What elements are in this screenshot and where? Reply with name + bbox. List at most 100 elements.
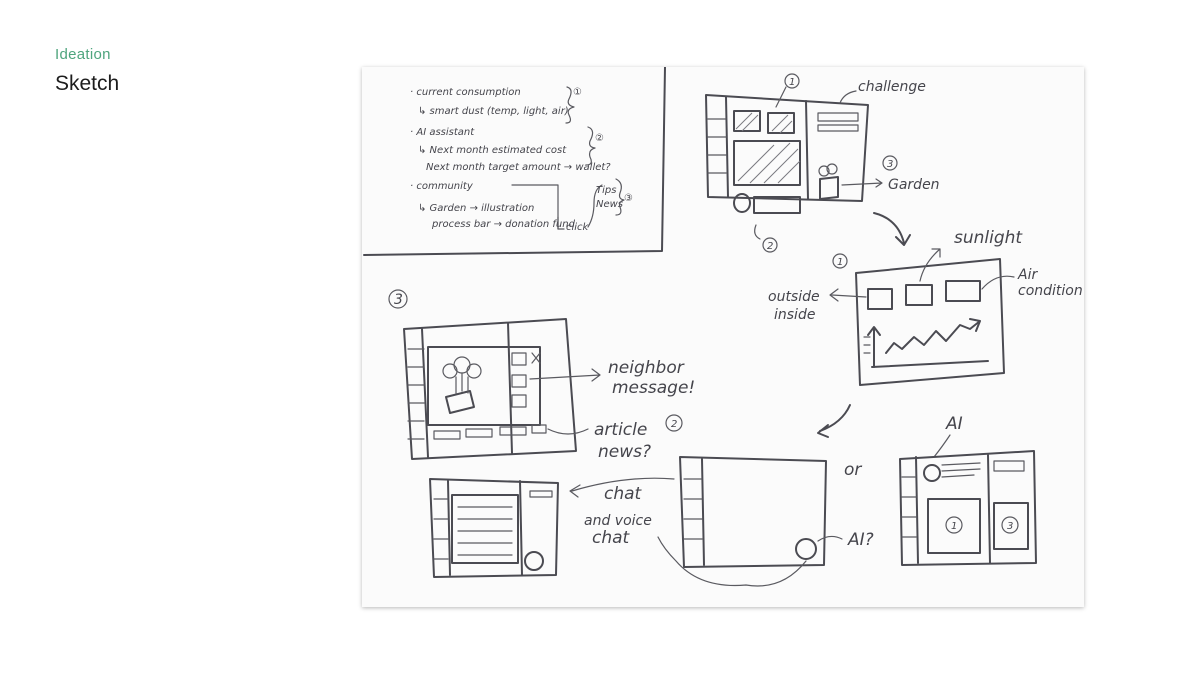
note-circle-3: ③ [624, 193, 633, 204]
note-line-3: · AI assistant [410, 127, 475, 138]
label-2-top: 2 [767, 241, 773, 252]
ai-cards-sidebar-line [915, 456, 919, 564]
note-click-arrow [587, 184, 603, 228]
sensor-card-sunlight [905, 284, 933, 306]
wireframe-chat-window [429, 478, 559, 578]
marker-2-curve [754, 224, 761, 240]
label-ai-q: AI? [847, 530, 874, 550]
note-brace-1 [565, 86, 575, 124]
challenge-arrow [839, 90, 857, 104]
marker-1-top [784, 73, 800, 89]
article-card-3 [499, 426, 527, 436]
chart-trend-line [885, 318, 981, 354]
ai-message-lines [941, 462, 981, 478]
marker-2-mid [665, 414, 683, 432]
neighbor-arrow [529, 368, 601, 382]
note-line-5: Next month target amount → wallet? [426, 162, 611, 173]
page-title: Sketch [55, 72, 120, 95]
ai-cards-divider [987, 454, 991, 564]
dashboard-hatch-top [735, 112, 793, 134]
wireframe-garden [403, 318, 577, 460]
garden-tree-1-icon [442, 363, 458, 379]
label-article: article [594, 420, 647, 440]
dashboard-bar [753, 196, 801, 214]
notes-box-border [363, 67, 666, 256]
marker-1-mid [832, 253, 848, 269]
section-eyebrow: Ideation [55, 46, 111, 63]
chart-x-axis [871, 360, 989, 368]
wireframe-dashboard [705, 94, 869, 202]
note-line-6: · community [410, 181, 474, 192]
note-line-8: process bar → donation fund [431, 219, 576, 230]
ai-arrow [817, 535, 843, 542]
label-garden: Garden [888, 177, 940, 193]
chat-sidebar-line [701, 458, 705, 566]
garden-planter-icon [445, 390, 475, 414]
air-arrow [981, 275, 1015, 290]
label-3-left: 3 [394, 292, 403, 308]
marker-1-line [775, 86, 787, 108]
ai-card-3-marker [1001, 516, 1019, 534]
article-card-2 [465, 428, 493, 438]
sketch-drawing: · current consumption ↳ smart dust (temp… [363, 67, 1083, 587]
sensor-card-air [945, 280, 981, 302]
close-icon [531, 352, 541, 364]
article-card-1 [433, 430, 461, 440]
label-neighbor: neighbor [608, 358, 685, 378]
chart-ticks [863, 336, 871, 354]
ai-card-1-marker [945, 516, 963, 534]
note-line-1: · current consumption [410, 87, 521, 98]
chart-y-axis [867, 326, 881, 368]
label-inside: inside [774, 307, 815, 323]
garden-box-icon [819, 176, 839, 200]
note-brace-2 [585, 126, 596, 166]
chat-arrow [569, 477, 675, 498]
dashboard-card-a [733, 110, 761, 132]
sunlight-arrow [919, 248, 941, 282]
garden-sidebar-items [407, 348, 425, 440]
dashboard-challenge-box [817, 112, 859, 122]
label-news: news? [598, 442, 651, 462]
ai-side-tag [993, 460, 1025, 472]
ai-card-1 [927, 498, 981, 554]
garden-sidebar-line [421, 328, 429, 458]
note-circle-1: ① [573, 87, 582, 98]
chat-window-sidebar-line [447, 480, 451, 576]
ai-avatar-icon [923, 464, 941, 482]
label-challenge: challenge [858, 79, 926, 95]
label-ai-top: AI [945, 414, 963, 434]
note-line-7: ↳ Garden → illustration [418, 203, 534, 214]
ai-cards-sidebar-items [901, 476, 917, 538]
flow-arrow-1 [873, 212, 911, 246]
message-card-2 [511, 374, 527, 388]
dashboard-sidebar-line [725, 96, 729, 198]
dashboard-card-b [767, 112, 795, 134]
note-connector [511, 184, 565, 230]
label-outside: outside [768, 289, 820, 305]
note-news: News [596, 199, 623, 210]
label-card-3: 3 [1007, 521, 1013, 532]
label-chat-2: chat [592, 528, 631, 548]
article-card-4 [531, 424, 547, 434]
message-card-1 [511, 352, 527, 366]
label-air: Air [1017, 267, 1038, 283]
note-click: click [566, 222, 590, 233]
garden-divider [507, 322, 513, 454]
label-3-top: 3 [887, 159, 893, 170]
dashboard-hatch-main [737, 142, 801, 184]
ai-card-3 [993, 502, 1029, 550]
label-2-mid: 2 [671, 419, 677, 430]
note-circle-2: ② [595, 133, 604, 144]
chat-window-panel [451, 494, 519, 564]
wireframe-ai-cards [899, 450, 1037, 566]
chat-fab-icon [795, 538, 817, 560]
sketch-paper: · current consumption ↳ smart dust (temp… [362, 67, 1084, 607]
garden-tree-3-icon [466, 363, 482, 379]
label-or: or [844, 460, 862, 480]
dashboard-challenge-bar [817, 124, 859, 132]
label-1-top: 1 [789, 77, 795, 88]
marker-3-left [388, 289, 408, 309]
wireframe-sensors [855, 258, 1005, 386]
article-arrow [547, 428, 589, 435]
dashboard-right-divider [805, 100, 809, 200]
